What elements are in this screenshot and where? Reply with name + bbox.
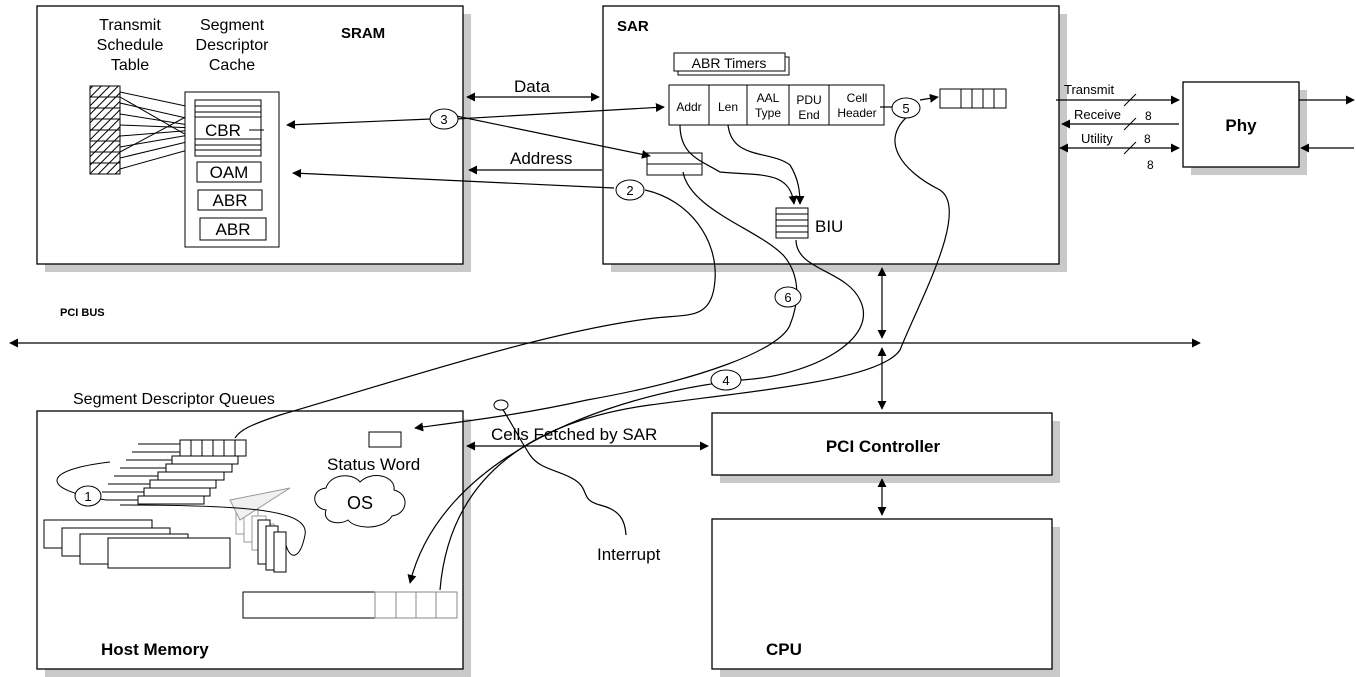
abr-entry-2: [199, 217, 267, 241]
sram-block: SRAM Transmit Schedule Table Segment Des…: [36, 5, 471, 272]
cpu-block: CPU: [711, 518, 1060, 677]
buffer-link: [119, 504, 306, 556]
sram-title: SRAM: [341, 25, 385, 42]
step-5: 5: [891, 97, 921, 119]
data-label: Data: [514, 77, 550, 96]
utility-label: Utility: [1081, 131, 1113, 146]
cpu-title: CPU: [766, 640, 802, 659]
pci-bus-label: PCI BUS: [60, 307, 105, 319]
abr-label-2: ABR: [216, 220, 251, 239]
svg-text:3: 3: [440, 112, 447, 127]
flow-to-address-register: [455, 115, 651, 159]
step5-to-fifo: [919, 93, 939, 103]
svg-text:2: 2: [626, 183, 633, 198]
os-cloud: [314, 475, 406, 528]
path-step-4: [407, 239, 864, 584]
flow-to-abr: [292, 168, 615, 189]
path-step-2: [234, 189, 716, 439]
sar-block: SAR ABR Timers Addr Len AAL Type PDU End…: [602, 5, 1067, 272]
sdc-label-2: Descriptor: [196, 37, 270, 54]
abr-entry-1: [197, 189, 263, 211]
field-pdu-1: PDU: [796, 93, 821, 107]
interrupt-label: Interrupt: [597, 545, 661, 564]
field-cell-2: Header: [837, 106, 876, 120]
tst-label-2: Schedule: [97, 37, 164, 54]
interrupt-path: [499, 404, 627, 536]
transmit-label: Transmit: [1064, 82, 1114, 97]
cells-fetched-label: Cells Fetched by SAR: [491, 425, 657, 444]
flow-to-register: [455, 102, 665, 120]
segment-descriptor-register: Addr Len AAL Type PDU End Cell Header: [668, 84, 885, 126]
width-8-a: 8: [1145, 109, 1152, 123]
field-addr: Addr: [676, 100, 701, 114]
sdc-label-3: Cache: [209, 57, 255, 74]
path-step-6: [414, 171, 798, 432]
pci-controller-title: PCI Controller: [826, 437, 941, 456]
os-label: OS: [347, 493, 373, 513]
address-label: Address: [510, 149, 572, 168]
flow-to-cbr: [286, 118, 432, 130]
schedule-pointers: [119, 91, 196, 170]
field-aal-2: Type: [755, 106, 781, 120]
svg-text:5: 5: [902, 101, 909, 116]
len-to-biu: [727, 124, 805, 205]
svg-text:1: 1: [84, 489, 91, 504]
step-6: 6: [774, 286, 802, 308]
phy-title: Phy: [1225, 116, 1257, 135]
phy-block: Phy: [1182, 81, 1307, 175]
field-cell-1: Cell: [847, 91, 868, 105]
path-step-5: [439, 115, 950, 591]
sar-title: SAR: [617, 18, 649, 35]
tst-label-3: Table: [111, 57, 149, 74]
step-4: 4: [710, 369, 742, 391]
biu-label: BIU: [815, 217, 843, 236]
descriptor-queues: [102, 439, 247, 505]
host-memory-title: Host Memory: [101, 640, 209, 659]
abr-label-1: ABR: [213, 191, 248, 210]
receive-buffer: [242, 591, 458, 619]
svg-text:4: 4: [722, 373, 729, 388]
cbr-label: CBR: [205, 121, 241, 140]
sdc-label-1: Segment: [200, 17, 265, 34]
svg-text:6: 6: [784, 290, 791, 305]
host-buffers: [43, 519, 231, 569]
biu-fifo: [775, 207, 809, 239]
status-word-label: Status Word: [327, 455, 420, 474]
oam-entry: [196, 161, 262, 183]
step-2: 2: [615, 179, 645, 201]
status-word-box: [368, 431, 402, 448]
cell-fifo: [939, 88, 1007, 109]
tst-label-1: Transmit: [99, 17, 161, 34]
transmit-schedule-table: [89, 85, 121, 175]
oam-label: OAM: [210, 163, 249, 182]
field-len: Len: [718, 100, 738, 114]
width-8-b: 8: [1144, 132, 1151, 146]
field-pdu-2: End: [798, 108, 819, 122]
interrupt-source: [493, 399, 509, 411]
pci-controller-block: PCI Controller: [711, 412, 1060, 483]
addr-to-biu: [679, 124, 798, 205]
segment-descriptor-queues-label: Segment Descriptor Queues: [73, 391, 275, 408]
receive-label: Receive: [1074, 107, 1121, 122]
abr-timers-label: ABR Timers: [692, 55, 767, 71]
width-8-c: 8: [1147, 158, 1154, 172]
step-3: 3: [429, 108, 459, 130]
field-aal-1: AAL: [757, 91, 780, 105]
step-1: 1: [74, 485, 102, 507]
abr-timers-box: [673, 52, 786, 72]
